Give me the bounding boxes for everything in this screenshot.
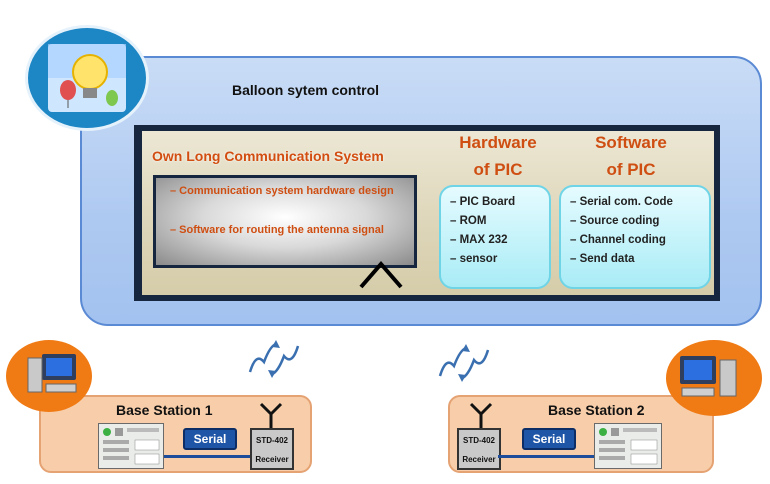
control-software-screenshot: [594, 423, 662, 469]
communication-item: – Software for routing the antenna signa…: [170, 224, 384, 236]
antenna-icon: [468, 402, 494, 435]
control-software-screenshot: [98, 423, 164, 469]
antenna-icon: [258, 402, 284, 435]
software-list-box: [559, 185, 711, 289]
receiver-label: Receiver: [462, 455, 496, 464]
hardware-item: – sensor: [450, 253, 498, 265]
software-item: – Channel coding: [570, 234, 666, 246]
hardware-item: – ROM: [450, 215, 487, 227]
hardware-list-box: [439, 185, 551, 289]
computer-icon: [666, 340, 762, 416]
receiver-model: STD-402: [255, 436, 288, 445]
receiver-label: Receiver: [255, 455, 289, 464]
communication-item: – Communication system hardware design: [170, 185, 394, 197]
hardware-item: – PIC Board: [450, 196, 516, 208]
antenna-pointer-icon: [358, 258, 404, 295]
software-item: – Send data: [570, 253, 635, 265]
receiver-box: STD-402 Receiver: [250, 428, 294, 470]
hardware-title: Hardware: [459, 133, 537, 152]
software-subtitle: of PIC: [606, 160, 656, 179]
receiver-model: STD-402: [462, 436, 495, 445]
receiver-box: STD-402 Receiver: [457, 428, 501, 470]
communication-title: Own Long Communication System: [152, 148, 384, 164]
software-item: – Source coding: [570, 215, 660, 227]
cable: [498, 455, 596, 458]
panel-title: Balloon sytem control: [232, 82, 380, 98]
hardware-list: – PIC Board – ROM – MAX 232 – sensor: [450, 193, 515, 269]
wireless-signal-icon: [436, 342, 492, 389]
computer-icon: [6, 340, 92, 412]
base-station-2-title: Base Station 2: [548, 402, 645, 418]
lightbulb-balloon-logo-icon: [28, 28, 146, 128]
hardware-subtitle: of PIC: [473, 160, 523, 179]
software-item: – Serial com. Code: [570, 196, 673, 208]
cable: [164, 455, 254, 458]
software-list: – Serial com. Code – Source coding – Cha…: [570, 193, 673, 269]
communication-box: [153, 175, 417, 268]
serial-box: Serial: [522, 428, 576, 450]
hardware-item: – MAX 232: [450, 234, 508, 246]
serial-box: Serial: [183, 428, 237, 450]
software-title: Software: [595, 133, 667, 152]
base-station-1-title: Base Station 1: [116, 402, 213, 418]
wireless-signal-icon: [246, 338, 302, 385]
